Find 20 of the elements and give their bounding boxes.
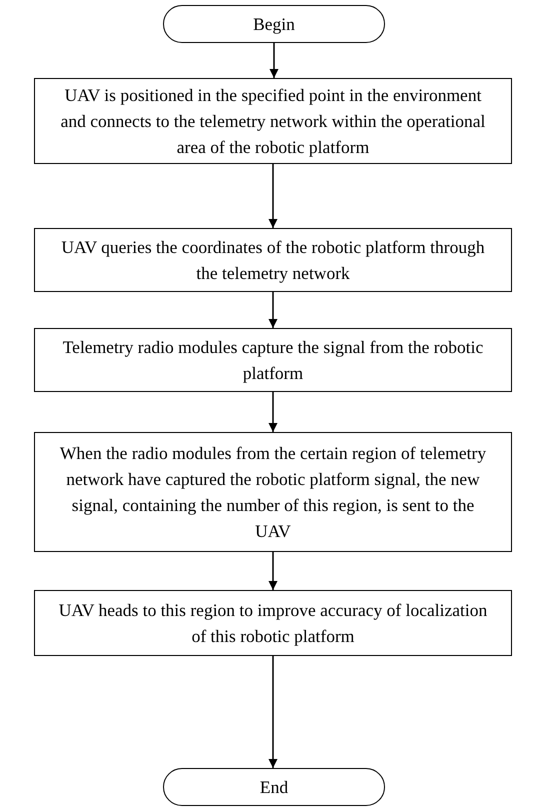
node-text: Telemetry radio modules capture the signal from the robotic platform [62, 336, 484, 385]
node-text: UAV is positioned in the specified point in the environment and connects to the telemetry network within the operational area of the robotic platform [60, 84, 486, 159]
process-box [34, 328, 512, 392]
arrow [268, 552, 278, 590]
node-text: Begin [253, 13, 295, 36]
arrow [268, 292, 278, 328]
terminal-shape [163, 768, 385, 806]
node-text: End [260, 776, 288, 799]
process-box [34, 432, 512, 552]
node-text: UAV heads to this region to improve accuracy of localization of this robotic platform [58, 599, 488, 648]
process-box [34, 228, 512, 292]
arrow [268, 164, 278, 228]
arrow [270, 43, 278, 78]
node-text: UAV queries the coordinates of the robotic platform through the telemetry network [60, 236, 486, 285]
arrow [268, 392, 278, 432]
process-box [34, 590, 512, 656]
node-text: When the radio modules from the certain region of telemetry network have captured the robotic platform signal, the new signal, containing the number of this region, is sent to the UAV [58, 442, 488, 543]
process-box [34, 78, 512, 164]
terminal-shape [163, 5, 385, 43]
arrow [268, 656, 278, 768]
